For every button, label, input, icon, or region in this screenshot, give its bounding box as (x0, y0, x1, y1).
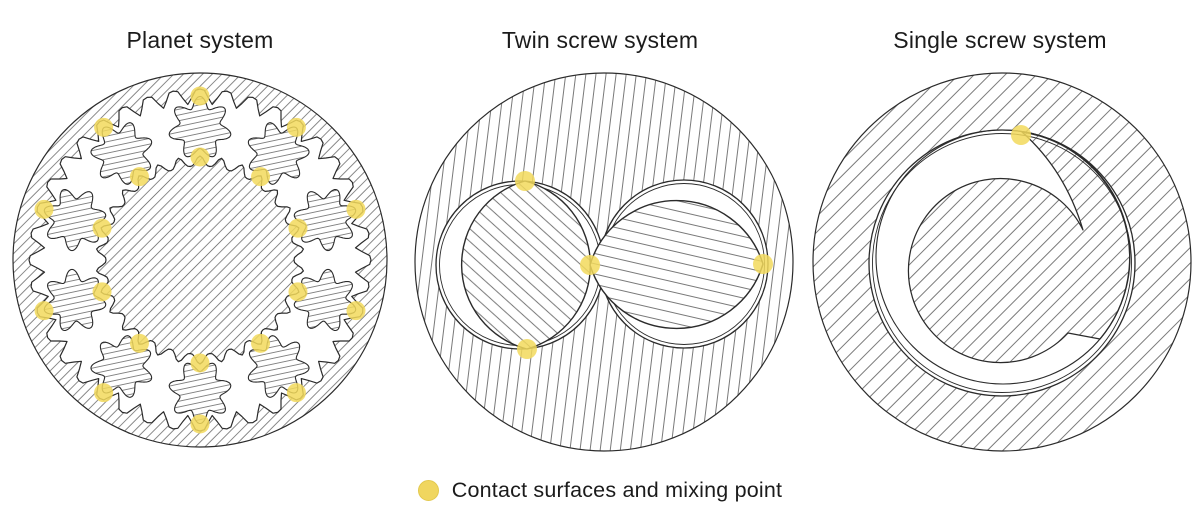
contact-dot (517, 339, 537, 359)
contact-dot (34, 301, 54, 321)
twin-screw-system-diagram (414, 72, 794, 452)
planet-gear (168, 362, 232, 425)
contact-dot (92, 282, 112, 302)
legend: Contact surfaces and mixing point (0, 478, 1200, 503)
barrel-and-ring-gear (12, 72, 388, 448)
panel-planet-system: Planet system (0, 0, 400, 531)
flight-circle (875, 129, 1131, 385)
planet-gear (43, 188, 107, 252)
contact-dot (129, 333, 149, 353)
contact-dot (92, 218, 112, 238)
contact-dot (346, 301, 366, 321)
contact-dot (94, 383, 114, 403)
panel-single-screw-system: Single screw system (800, 0, 1200, 531)
contact-dot (753, 254, 773, 274)
bore-rim-circle (872, 133, 1132, 393)
contact-dot (34, 199, 54, 219)
contact-dot (94, 117, 114, 137)
single-screw-system-title: Single screw system (893, 27, 1107, 53)
contact-dot (580, 255, 600, 275)
contact-dot (515, 171, 535, 191)
single-screw-system-diagram (812, 72, 1192, 452)
planet-system-diagram (12, 72, 388, 448)
sun-gear (96, 155, 304, 365)
screw-cross-section (907, 131, 1131, 364)
contact-dot (286, 117, 306, 137)
planet-gear (168, 95, 232, 158)
contact-dot (251, 167, 271, 187)
contact-dot (190, 86, 210, 106)
contact-dot (190, 414, 210, 434)
contact-dot (346, 199, 366, 219)
contact-dot (288, 282, 308, 302)
contact-dot (1011, 125, 1031, 145)
contact-dot (190, 147, 210, 167)
panel-twin-screw-system: Twin screw system (400, 0, 800, 531)
contact-dot-legend-marker (417, 480, 439, 501)
contact-dot (190, 353, 210, 373)
legend-label: Contact surfaces and mixing point (451, 478, 783, 502)
twin-screw-system-title: Twin screw system (501, 27, 699, 53)
planet-gear (43, 268, 107, 332)
contact-dot (288, 218, 308, 238)
contact-dot (286, 383, 306, 403)
contact-dot (129, 167, 149, 187)
planet-system-title: Planet system (126, 27, 274, 53)
contact-dot (251, 333, 271, 353)
